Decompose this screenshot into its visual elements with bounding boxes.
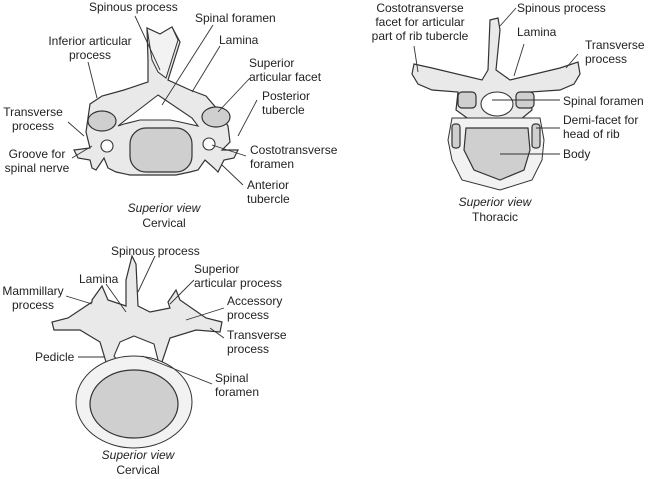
- label-bottom-accessory-process: Accessory process: [227, 294, 283, 322]
- label-bottom-transverse-process: Transverse process: [227, 328, 287, 356]
- label-thoracic-demi-facet: Demi-facet for head of rib: [563, 113, 639, 141]
- bottom-body-surface: [89, 369, 179, 439]
- label-bottom-pedicle: Pedicle: [35, 350, 75, 364]
- cervical-top-costotransverse-foramen-left: [100, 139, 114, 153]
- label-cervical-top-transverse-process: Transverse process: [3, 105, 63, 133]
- caption-bottom: Superior view Cervical: [101, 448, 175, 477]
- label-cervical-top-inferior-articular-process: Inferior articular process: [48, 34, 132, 62]
- label-bottom-lamina: Lamina: [79, 272, 119, 286]
- label-cervical-top-groove-for-spinal-nerve: Groove for spinal nerve: [4, 147, 70, 175]
- bottom-arch: [51, 254, 223, 363]
- cervical-vertebra-top: [67, 15, 258, 186]
- label-thoracic-costotransverse-facet: Costotransverse facet for articular part…: [371, 1, 469, 43]
- label-cervical-top-posterior-tubercle: Posterior tubercle: [262, 89, 311, 117]
- label-thoracic-spinal-foramen: Spinal foramen: [563, 94, 644, 108]
- caption-cervical-top: Superior view Cervical: [127, 201, 201, 230]
- label-cervical-top-costotransverse-foramen: Costotransverse foramen: [250, 143, 338, 171]
- caption-thoracic: Superior view Thoracic: [458, 195, 532, 224]
- cervical-top-superior-articular-facet-right: [201, 106, 231, 128]
- cervical-top-superior-articular-facet-left: [87, 110, 117, 132]
- cervical-top-costotransverse-foramen-right: [202, 137, 216, 151]
- label-cervical-top-spinous-process: Spinous process: [89, 0, 178, 14]
- thoracic-spinal-foramen: [480, 91, 514, 117]
- cervical-top-spinal-foramen: [117, 94, 200, 127]
- thoracic-demi-facet-left: [451, 123, 461, 149]
- label-cervical-top-anterior-tubercle: Anterior tubercle: [247, 178, 290, 206]
- cervical-vertebra-bottom: [51, 254, 225, 449]
- thoracic-demi-facet-right: [531, 123, 541, 149]
- label-thoracic-lamina: Lamina: [517, 25, 557, 39]
- thoracic-facet-left: [457, 91, 477, 109]
- label-bottom-mammillary-process: Mammillary process: [2, 284, 64, 312]
- label-bottom-spinous-process: Spinous process: [111, 244, 200, 258]
- thoracic-body-surface: [463, 127, 531, 181]
- thoracic-vertebra: [411, 7, 581, 191]
- label-bottom-superior-articular-process: Superior articular process: [194, 262, 283, 290]
- label-cervical-top-superior-articular-facet: Superior articular facet: [249, 56, 322, 84]
- label-cervical-top-lamina: Lamina: [219, 33, 259, 47]
- label-thoracic-body: Body: [563, 147, 591, 161]
- label-thoracic-spinous-process: Spinous process: [517, 1, 606, 15]
- label-thoracic-transverse-process: Transverse process: [585, 38, 645, 66]
- cervical-top-spinous-process: [146, 26, 179, 79]
- label-bottom-spinal-foramen: Spinal foramen: [215, 371, 260, 399]
- cervical-top-vertebral-body: [129, 127, 193, 173]
- label-cervical-top-spinal-foramen: Spinal foramen: [195, 11, 276, 25]
